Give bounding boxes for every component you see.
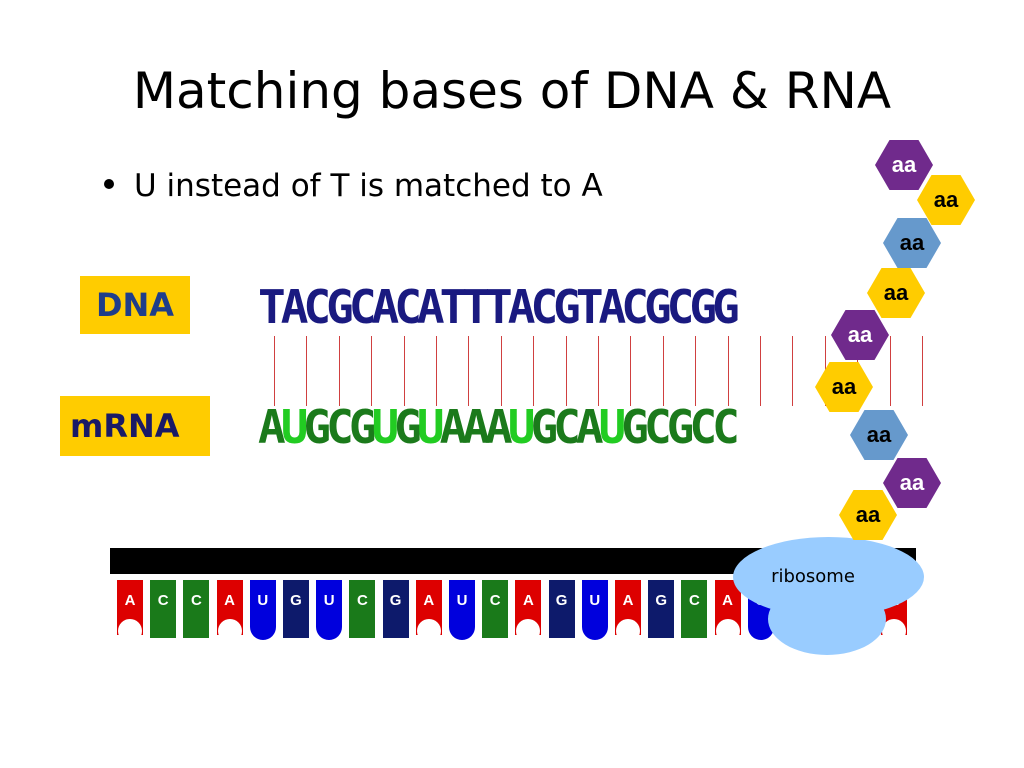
bullet-text: U instead of T is matched to A [134,168,603,204]
mrna-base: U [598,400,627,454]
dna-base: C [666,280,695,334]
amino-acid-hexagon: aa [831,310,889,360]
mrna-base: G [666,400,695,454]
dna-base: T [258,280,286,334]
base-pair-bond [630,336,632,406]
dna-base: A [280,280,309,334]
amino-acid-hexagon: aa [917,175,975,225]
strand-base-C: C [183,580,210,638]
dna-base: C [530,280,558,334]
mrna-base: G [394,400,422,454]
mrna-base: U [507,400,536,454]
strand-base-A: A [615,580,641,643]
slide-title: Matching bases of DNA & RNA [132,62,892,120]
strand-base-A: A [117,580,143,643]
mrna-base: A [575,400,604,454]
mrna-base: U [280,400,309,454]
base-pair-bond [922,336,923,406]
base-pair-bond [598,336,599,406]
mrna-base: A [258,400,286,454]
base-pair-bond [403,336,405,406]
ribosome-small-subunit [768,583,886,655]
dna-base: C [621,280,649,334]
strand-base-G: G [283,580,309,638]
mrna-base: C [643,400,672,454]
base-pair-bond [338,336,340,406]
base-pair-bond [792,336,794,406]
base-pair-bond [727,336,729,406]
mrna-label: mRNA [60,396,210,456]
base-pair-bond [371,336,373,406]
dna-base: C [303,280,331,334]
dna-base: A [598,280,627,334]
dna-base: T [575,280,604,334]
strand-base-U: U [316,580,343,640]
mrna-base: C [326,400,354,454]
strand-base-A: A [714,580,741,643]
dna-base: A [507,280,536,334]
strand-base-U: U [249,580,276,640]
bullet-dot-icon [104,178,114,189]
mrna-base: C [689,400,717,454]
dna-base: G [712,280,740,334]
dna-base: A [371,280,400,334]
dna-sequence: TACGCACATTTACGTACGCGG [258,284,740,330]
strand-base-C: C [349,580,376,638]
amino-acid-hexagon: aa [883,458,941,508]
dna-base: G [553,280,581,334]
base-pair-bond [565,336,567,406]
dna-base: C [394,280,422,334]
amino-acid-hexagon: aa [839,490,897,540]
mrna-base: U [371,400,400,454]
mrna-base: G [303,400,331,454]
strand-base-A: A [216,580,243,643]
base-pair-bond [889,336,891,406]
amino-acid-hexagon: aa [815,362,873,412]
amino-acid-hexagon: aa [875,140,933,190]
dna-base: G [689,280,717,334]
strand-base-C: C [150,580,177,638]
strand-base-C: C [482,580,509,638]
dna-base: C [348,280,377,334]
dna-base: A [416,280,445,334]
ribosome-label: ribosome [771,566,855,587]
strand-base-G: G [648,580,675,638]
amino-acid-hexagon: aa [867,268,925,318]
mrna-sequence: AUGCGUGUAAAUGCAUGCGCC [258,404,740,450]
base-pair-bond [500,336,502,406]
dna-base: G [326,280,354,334]
base-pair-bond [695,336,697,406]
amino-acid-hexagon: aa [850,410,908,460]
mrna-base: G [348,400,377,454]
base-pair-bond [436,336,437,406]
strand-base-A: A [515,580,542,643]
mrna-base: G [621,400,649,454]
base-pair-bond [662,336,664,406]
base-pair-bond [533,336,535,406]
dna-base: T [485,280,513,334]
mrna-base: C [553,400,581,454]
mrna-base: C [712,400,740,454]
dna-label: DNA [80,276,190,334]
base-pair-bond [306,336,308,406]
strand-base-G: G [548,580,575,638]
strand-base-U: U [449,580,475,640]
strand-base-A: A [415,580,442,643]
base-pair-bond [274,336,275,406]
mrna-base: A [462,400,490,454]
base-pair-bond [468,336,470,406]
strand-base-G: G [382,580,409,638]
strand-base-U: U [581,580,608,640]
amino-acid-hexagon: aa [883,218,941,268]
mrna-base: U [416,400,445,454]
dna-base: T [462,280,490,334]
mrna-base: A [485,400,513,454]
bullet-point: U instead of T is matched to A [104,168,603,204]
mrna-base: A [439,400,468,454]
dna-base: T [439,280,468,334]
base-pair-bond [760,336,761,406]
dna-base: G [643,280,672,334]
strand-base-C: C [681,580,708,638]
mrna-base: G [530,400,558,454]
